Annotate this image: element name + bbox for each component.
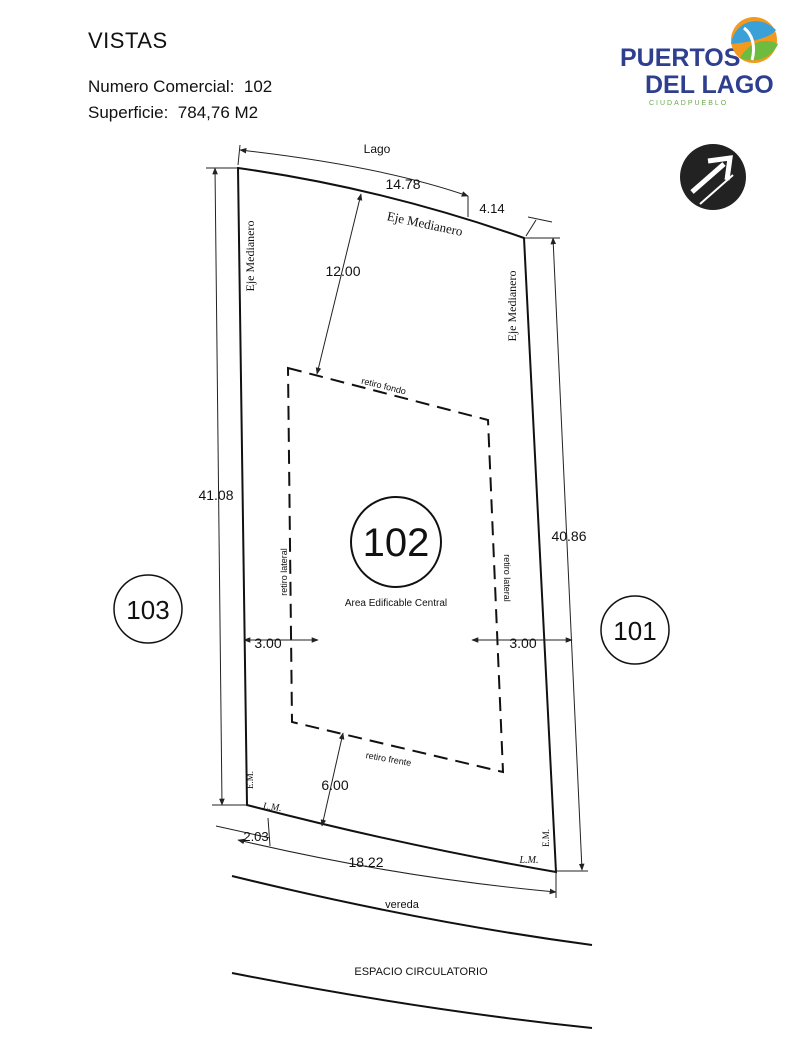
retiro-lateral-right: retiro lateral [502,554,512,602]
logo-line1: PUERTOS [620,44,740,72]
neighbor-left-circle [113,574,183,644]
dim-bottom-2: 18.22 [348,854,383,870]
area-label: Area Edificable Central [345,598,447,609]
dim-right-side: 40.86 [551,528,586,544]
logo-line2: DEL LAGO [645,71,774,99]
dim-lateral-right: 3.00 [509,635,536,651]
numero-comercial: Numero Comercial: 102 [88,77,272,97]
dim-retiro-frente: 6.00 [321,777,348,793]
retiro-lateral-left: retiro lateral [279,548,289,596]
eje-right-label: Eje Medianero [505,271,519,342]
dim-lateral-left: 3.00 [254,635,281,651]
superficie-value: 784,76 M2 [177,103,259,122]
north-arrow-icon [680,144,746,210]
numero-comercial-label: Numero Comercial: [88,77,235,96]
eje-left-label: Eje Medianero [243,221,257,292]
lot-number-circle [350,496,442,588]
page-title: VISTAS [88,28,168,53]
dim-top-1: 14.78 [385,176,420,192]
dim-bottom-1: 2.03 [243,829,268,844]
neighbor-right: 101 [613,616,656,646]
dim-top-2: 4.14 [479,201,504,216]
logo-tagline: CIUDADPUEBLO [649,100,728,107]
eje-top-label: Eje Medianero [386,208,464,239]
vereda-label: vereda [385,899,420,911]
retiro-frente-label: retiro frente [365,750,412,768]
em-right: E.M. [541,829,551,847]
buildable-area [286,366,505,774]
neighbor-left: 103 [126,595,169,625]
dim-retiro-fondo: 12.00 [325,263,360,279]
em-left: E.M. [245,771,255,789]
espacio-label: ESPACIO CIRCULATORIO [354,966,488,978]
vereda-line-bottom [231,972,593,1029]
dim-left-side: 41.08 [198,487,233,503]
neighbor-right-circle [600,595,670,665]
superficie: Superficie: 784,76 M2 [88,103,258,123]
lot-number: 102 [363,521,430,565]
logo: PUERTOS DEL LAGO CIUDADPUEBLO [620,17,778,107]
superficie-label: Superficie: [88,103,169,122]
numero-comercial-value: 102 [243,77,273,96]
lm-right: L.M. [519,855,539,866]
logo-swirl-icon [731,17,778,63]
vereda-line-top [231,875,593,946]
lm-left: L.M. [261,801,282,814]
lago-label: Lago [364,142,391,156]
